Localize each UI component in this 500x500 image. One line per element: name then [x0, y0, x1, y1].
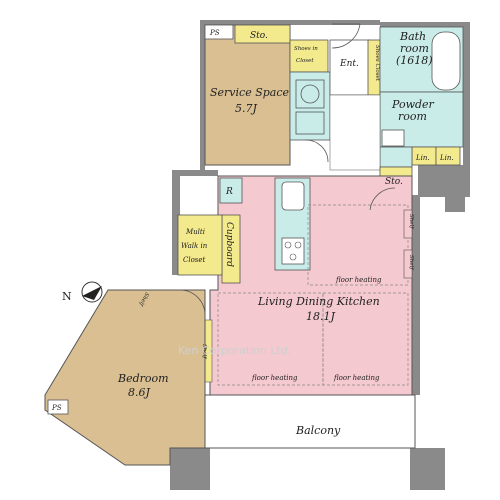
shelf-right-2 — [403, 249, 413, 279]
floor-heating-label-2: floor heating — [251, 374, 298, 382]
kitchen-sink-icon — [281, 181, 305, 211]
shoes-in-closet — [289, 39, 329, 73]
compass-label: N — [62, 290, 72, 303]
shelf-right-label-2: Shelf — [408, 255, 414, 270]
stove-icon — [281, 237, 305, 265]
sink-icon — [295, 111, 325, 135]
ent-label: Ent. — [339, 59, 359, 69]
r-label: R — [225, 187, 233, 197]
compass-icon — [81, 281, 103, 303]
shelf-right-label-1: Shelf — [408, 214, 414, 229]
ldk-label-1: Living Dining Kitchen — [257, 295, 380, 308]
floor-heating-label-1: floor heating — [335, 276, 382, 284]
bedroom-room — [44, 289, 206, 466]
balcony-label: Balcony — [295, 424, 341, 437]
watermark: Ken Corporation Ltd. — [178, 344, 291, 357]
bedroom-label-2: 8.6J — [128, 386, 150, 399]
entrance-door-icon — [331, 23, 361, 49]
washer-drum-icon — [300, 84, 320, 104]
entrance-area — [329, 39, 371, 96]
linen-label-2: Lin. — [439, 154, 454, 162]
washbasin-icon — [381, 129, 405, 147]
powder-label-2: room — [398, 110, 427, 123]
fridge-space — [219, 177, 243, 204]
service-label-1: Service Space — [210, 86, 289, 99]
balcony — [204, 394, 416, 449]
sto-top-room — [234, 24, 291, 44]
ps-bottom-label: PS — [51, 404, 62, 412]
multi-label-2: Walk in — [181, 242, 208, 250]
ldk-label-2: 18.1J — [306, 310, 335, 323]
sto-mid-label: Sto. — [385, 177, 403, 187]
shoes-closet-label-1: Shoes in — [294, 46, 318, 52]
floor-heating-label-3: floor heating — [333, 374, 380, 382]
sto-door-icon — [369, 187, 396, 211]
toilet-box — [379, 146, 413, 168]
floor-heating-zone-3 — [322, 292, 409, 386]
cupboard-label: Cupboard — [224, 222, 234, 267]
ps-bottom-box — [47, 399, 69, 415]
shoes-closet-side-label: Shoes Closet — [374, 45, 380, 82]
shoes-closet-label-2: Closet — [296, 58, 314, 64]
shelf-left-label: Shelf — [201, 344, 207, 359]
washer-area — [289, 71, 331, 141]
washer-icon — [295, 79, 325, 109]
bathtub-icon — [431, 31, 461, 91]
powder-label-1: Powder — [391, 98, 435, 111]
linen-2 — [435, 146, 461, 166]
service-label-2: 5.7J — [235, 102, 257, 115]
walls — [170, 20, 470, 490]
bath-label-1: Bath — [399, 30, 426, 43]
multi-walk-in-closet — [177, 214, 223, 276]
ps-top-box — [204, 24, 234, 40]
ldk-room — [209, 175, 413, 396]
corridor — [329, 94, 381, 171]
shelf-right-1 — [403, 209, 413, 239]
bath-label-2: room — [400, 42, 429, 55]
service-door-icon — [304, 139, 329, 163]
sto-top-label: Sto. — [250, 31, 268, 41]
ps-top-label: PS — [209, 29, 220, 37]
service-space-room — [204, 24, 291, 166]
bath-label-3: (1618) — [396, 54, 433, 67]
linen-label-1: Lin. — [415, 154, 430, 162]
bedroom-label-1: Bedroom — [117, 372, 169, 385]
floor-heating-zone-1 — [307, 204, 409, 286]
multi-label-1: Multi — [185, 228, 205, 236]
multi-label-3: Closet — [183, 256, 206, 264]
bedroom-door-icon — [179, 289, 206, 316]
